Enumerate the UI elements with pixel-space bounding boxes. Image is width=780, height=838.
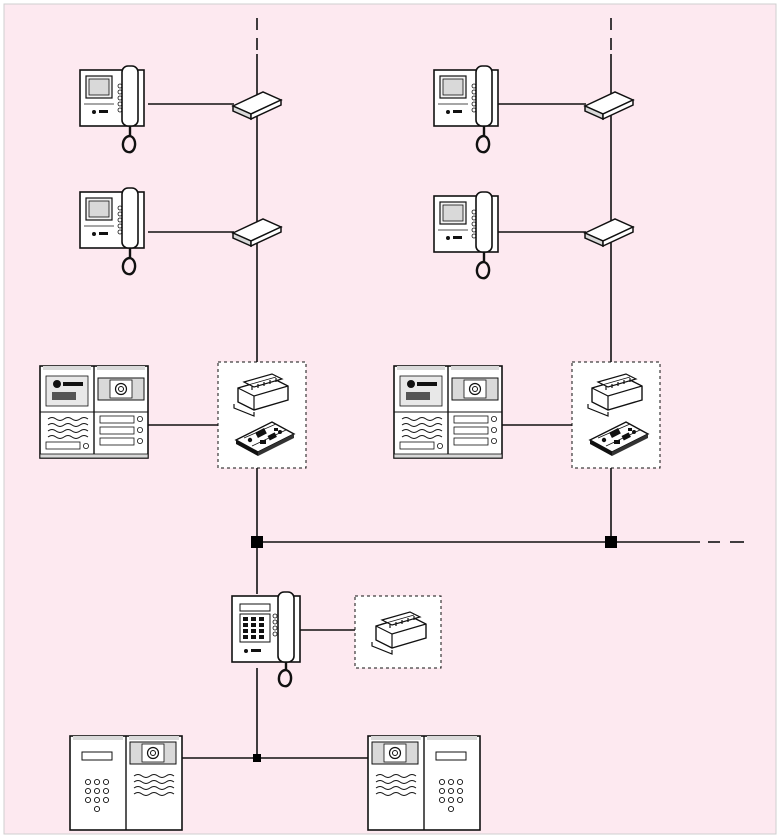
- main-entrance-panel: [367, 735, 481, 831]
- main-entrance-panel: [69, 735, 183, 831]
- wires: [148, 18, 744, 759]
- video-entrance-panel: [393, 365, 503, 459]
- junction-node: [605, 536, 617, 548]
- video-entrance-panel: [39, 365, 149, 459]
- junction-node: [253, 754, 261, 762]
- junction-node: [251, 536, 263, 548]
